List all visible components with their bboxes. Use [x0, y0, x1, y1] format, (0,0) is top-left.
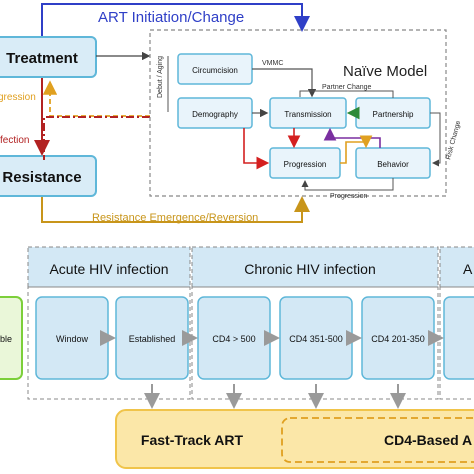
infection-dashdot-line — [43, 116, 150, 160]
stage-window: Window — [35, 296, 109, 380]
art-band — [115, 409, 474, 469]
stage-window-label: Window — [56, 334, 89, 344]
resistance-emergence-arrow — [41, 196, 310, 223]
infection-partial-label: fection — [0, 135, 29, 146]
chronic-header-label: Chronic HIV infection — [244, 261, 376, 277]
cd4-based-art-box — [281, 417, 474, 463]
stage-cd4-201-350: CD4 201-350 — [361, 296, 435, 380]
debut-aging-label: Debut / Aging — [157, 56, 164, 98]
cd4-based-art-partial-label: CD4-Based A — [384, 432, 472, 448]
treatment-box — [0, 36, 97, 78]
chronic-header-box — [191, 246, 439, 288]
stage-cd4-over-500-label: CD4 > 500 — [212, 334, 255, 344]
progression-arrow-label: Progression — [330, 193, 367, 200]
progression-label: Progression — [284, 160, 327, 169]
demography-label: Demography — [192, 110, 238, 119]
stage-cd4-351-500-label: CD4 351-500 — [289, 334, 343, 344]
risk-change-arrow — [430, 112, 441, 167]
progression-partial-label: gression — [0, 92, 36, 103]
acute-header-box — [27, 246, 191, 288]
partner-change-arrow — [299, 90, 394, 98]
susceptible-partial-label: ble — [0, 334, 12, 344]
transmission-label: Transmission — [284, 110, 331, 119]
acute-header-label: Acute HIV infection — [49, 261, 168, 277]
transmission-box — [269, 97, 347, 129]
stage-cd4-201-350-label: CD4 201-350 — [371, 334, 425, 344]
resistance-box — [0, 155, 97, 197]
art-initiation-label: ART Initiation/Change — [98, 9, 244, 26]
stage-cd4-over-500: CD4 > 500 — [197, 296, 271, 380]
behavior-label: Behavior — [377, 160, 409, 169]
progression-loop-arrow — [301, 178, 394, 191]
partner-change-label: Partner Change — [322, 84, 372, 91]
progression-dashed-line — [42, 80, 150, 117]
treatment-label: Treatment — [6, 50, 78, 67]
circumcision-label: Circumcision — [192, 66, 238, 75]
stage-aids-partial — [443, 296, 474, 380]
behavior-to-transmission-arrow — [323, 127, 381, 148]
stage-established: Established — [115, 296, 189, 380]
naive-model-title: Naïve Model — [343, 63, 427, 80]
stage-cd4-351-500: CD4 351-500 — [279, 296, 353, 380]
resistance-emergence-label: Resistance Emergence/Reversion — [92, 212, 258, 224]
vmmc-label: VMMC — [262, 60, 283, 67]
vmmc-arrow — [252, 68, 317, 98]
risk-change-label: Risk Change — [445, 120, 462, 161]
stage-established-label: Established — [129, 334, 176, 344]
demography-to-progression-arrow — [243, 128, 270, 170]
resistance-label: Resistance — [2, 169, 81, 186]
aids-header-box — [439, 246, 474, 288]
partnership-label: Partnership — [373, 110, 414, 119]
art-initiation-arrow — [41, 3, 310, 36]
fast-track-art-label: Fast-Track ART — [141, 432, 244, 448]
naive-model-container — [149, 29, 447, 197]
aids-header-partial-label: A — [463, 261, 473, 277]
susceptible-box — [0, 296, 23, 380]
progression-to-behavior-arrow — [340, 135, 373, 164]
